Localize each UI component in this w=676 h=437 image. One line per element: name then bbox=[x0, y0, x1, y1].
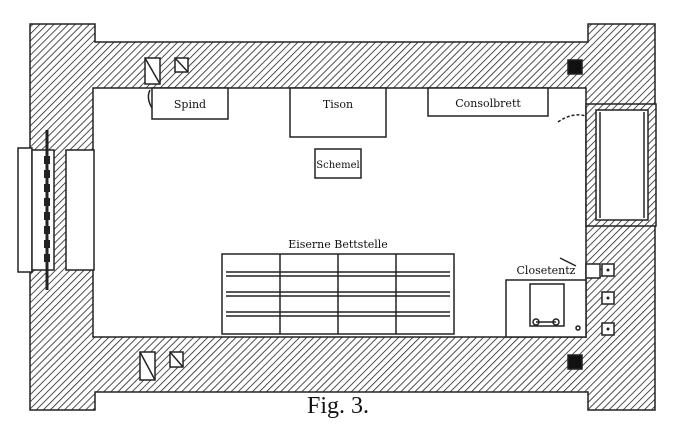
label-schemel: Schemel bbox=[316, 160, 359, 171]
chimney-top bbox=[567, 59, 583, 75]
window-bars bbox=[44, 156, 50, 262]
label-tison: Tison bbox=[323, 98, 353, 111]
label-consolbrett: Consolbrett bbox=[455, 97, 521, 110]
label-closet: Closetentz bbox=[517, 264, 576, 277]
outer-wall bbox=[29, 23, 656, 411]
closet bbox=[505, 257, 601, 338]
label-bettstelle: Eiserne Bettstelle bbox=[288, 238, 388, 251]
bettstelle-frame bbox=[221, 253, 455, 335]
left-window bbox=[17, 130, 95, 290]
right-window bbox=[557, 103, 657, 227]
figure-caption: Fig. 3. bbox=[306, 393, 369, 419]
tison-box bbox=[289, 87, 387, 138]
furniture bbox=[147, 87, 601, 338]
schemel-box bbox=[314, 148, 362, 179]
walls bbox=[29, 23, 656, 411]
label-spind: Spind bbox=[174, 98, 206, 111]
consolbrett-box bbox=[427, 87, 549, 117]
chimney-bottom bbox=[567, 354, 583, 370]
labels: Spind Tison Consolbrett Schemel Eiserne … bbox=[174, 97, 576, 277]
spind-box bbox=[151, 87, 229, 120]
vents bbox=[139, 57, 615, 381]
